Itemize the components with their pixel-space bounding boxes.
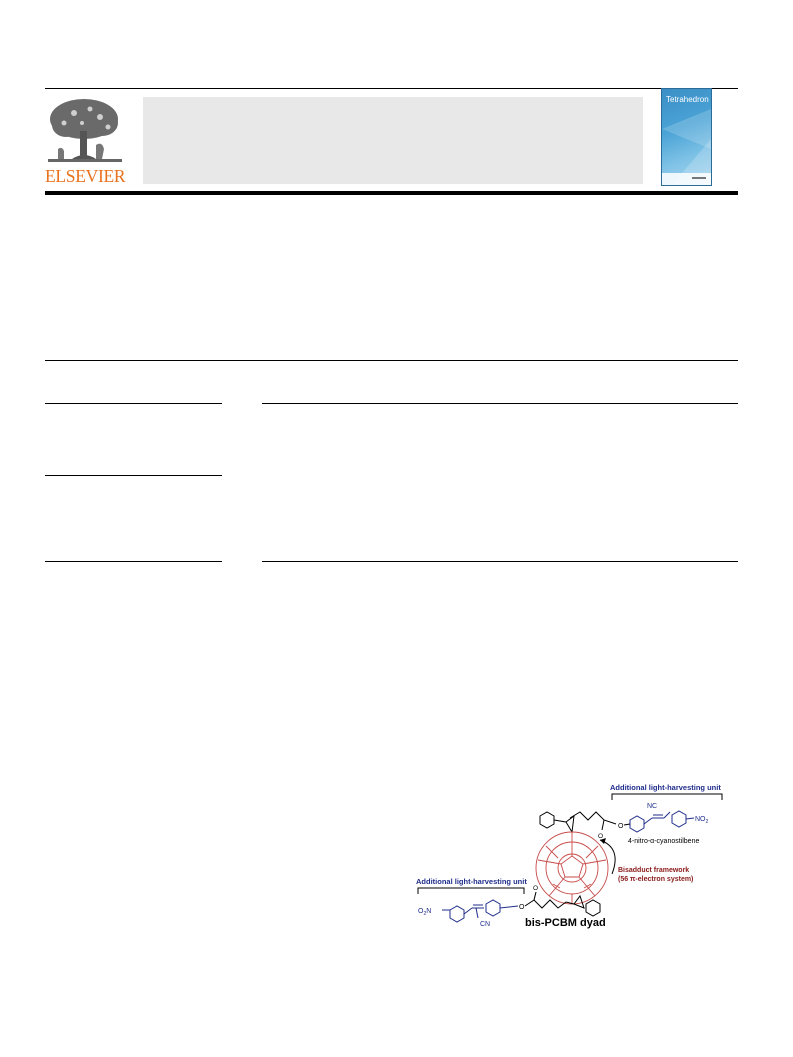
bottom-phenyl-ring <box>585 899 601 917</box>
bottom-cyclopropane <box>573 894 585 909</box>
ester-o-bottom: O <box>519 904 525 911</box>
header-thick-rule <box>45 191 738 195</box>
top-ester-bond <box>623 823 631 826</box>
header-top-rule <box>45 88 738 89</box>
right-column-rule-1 <box>262 403 738 404</box>
ester-o-top: O <box>618 823 624 830</box>
cn-label: CN <box>480 921 490 928</box>
left-column-rule-1 <box>45 403 222 404</box>
top-stilbene-structure <box>629 810 695 833</box>
stilbene-label: 4-nitro-α-cyanostilbene <box>628 838 699 845</box>
nc-label: NC <box>647 803 657 810</box>
journal-cover-image: Tetrahedron <box>661 88 712 186</box>
top-phenyl-ring <box>539 811 555 829</box>
framework-label-1: Bisadduct framework <box>618 867 689 874</box>
o2n-label: O2N <box>418 908 431 917</box>
top-cyclopropane <box>565 814 575 834</box>
bottom-carbonyl-bond <box>533 891 537 901</box>
top-carbonyl-o: O <box>598 833 603 840</box>
graphical-abstract: Additional light-harvesting unit NC NO2 … <box>416 783 723 929</box>
bottom-unit-label: Additional light-harvesting unit <box>416 877 527 886</box>
framework-arrow-head <box>600 838 606 844</box>
bottom-unit-bracket <box>417 887 525 894</box>
publisher-tree-logo <box>44 95 126 167</box>
bottom-stilbene-structure <box>442 899 519 923</box>
dyad-label: bis-PCBM dyad <box>525 917 606 929</box>
left-column-rule-3 <box>45 561 222 562</box>
top-linker-chain <box>569 811 617 825</box>
fullerene-cage <box>535 831 609 905</box>
left-column-rule-2 <box>45 475 222 476</box>
right-column-rule-2 <box>262 561 738 562</box>
top-carbonyl-bond <box>601 819 605 831</box>
publisher-name: ELSEVIER <box>45 166 126 186</box>
cover-art <box>662 109 711 185</box>
framework-label-2: (56 π-electron system) <box>618 876 693 883</box>
journal-header-banner <box>143 97 643 184</box>
top-phenyl-bond <box>553 819 567 823</box>
journal-cover-title: Tetrahedron <box>666 95 709 104</box>
bottom-carbonyl-o: O <box>533 885 538 892</box>
no2-label: NO2 <box>695 816 709 825</box>
top-unit-label: Additional light-harvesting unit <box>610 783 721 792</box>
top-unit-bracket <box>611 793 723 800</box>
title-separator-rule <box>45 360 738 361</box>
